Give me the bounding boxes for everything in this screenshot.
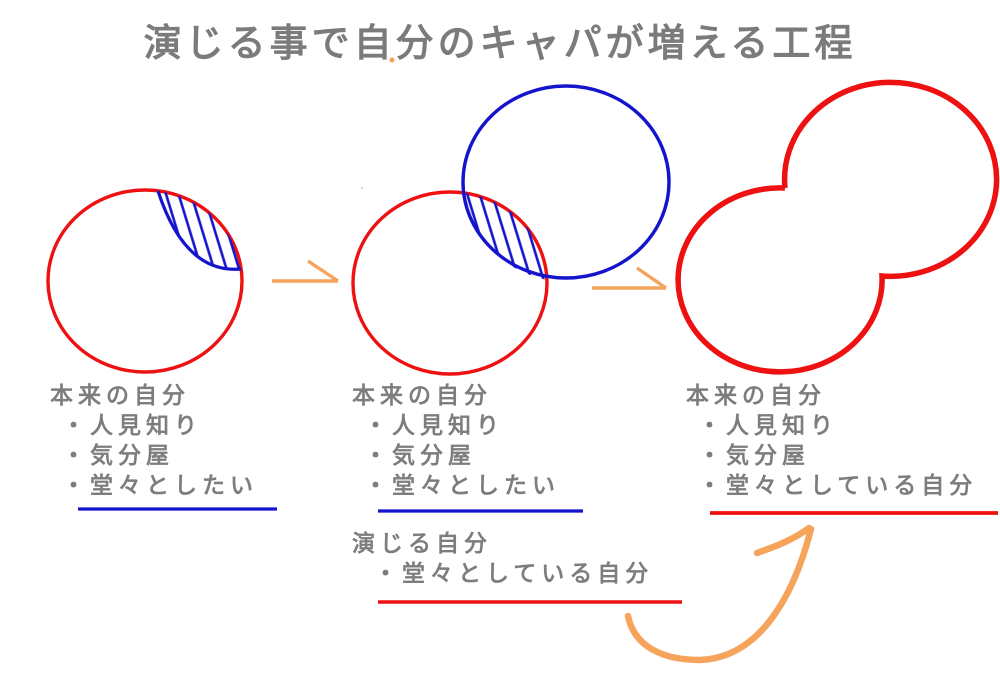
stage2-item-want-confidence: ・堂々としたい (364, 473, 560, 499)
stage3-label-block: 本来の自分 ・人見知り ・気分屋 ・堂々としている自分 (686, 381, 977, 501)
stage2-acting-item-confident: ・堂々としている自分 (374, 561, 654, 587)
stage2-overlap-hatch (466, 193, 547, 280)
stage1-item-want-confidence: ・堂々としたい (62, 473, 258, 499)
stage2-heading: 本来の自分 (352, 383, 492, 409)
stage3-item-shy: ・人見知り (698, 413, 838, 439)
swoosh-arrowhead-icon (753, 524, 813, 557)
stage1-label-block: 本来の自分 ・人見知り ・気分屋 ・堂々としたい (50, 381, 258, 501)
stage2-acting-heading: 演じる自分 (352, 531, 492, 557)
stray-speck (361, 187, 363, 189)
stage1-self-circle (46, 188, 244, 374)
stage3-item-moody: ・気分屋 (698, 443, 810, 469)
stage2-item-moody: ・気分屋 (364, 443, 476, 469)
stage1-heading: 本来の自分 (50, 383, 190, 409)
title-accent-dot (389, 57, 395, 63)
swoosh-arrow-icon (624, 525, 815, 664)
stage2-acting-circle (461, 84, 671, 280)
stage1-overlap-hatch (158, 191, 241, 270)
page-title: 演じる事で自分のキャパが増える工程 (143, 21, 857, 65)
stage1-item-moody: ・気分屋 (62, 443, 174, 469)
stage2-self-circle (351, 190, 549, 376)
stage3-heading: 本来の自分 (686, 383, 826, 409)
arrow-right-icon-1 (272, 259, 339, 283)
stage1-item-shy: ・人見知り (62, 413, 202, 439)
stage3-merged-self-shape (675, 79, 1000, 375)
stage2-acting-label-block: 演じる自分 ・堂々としている自分 (352, 529, 653, 589)
stage1-overlap-arc (156, 190, 242, 271)
stage2-label-block: 本来の自分 ・人見知り ・気分屋 ・堂々としたい (352, 381, 560, 501)
stage3-item-confident-self: ・堂々としている自分 (698, 473, 978, 499)
stage2-item-shy: ・人見知り (364, 413, 504, 439)
arrow-right-icon-2 (592, 266, 667, 290)
